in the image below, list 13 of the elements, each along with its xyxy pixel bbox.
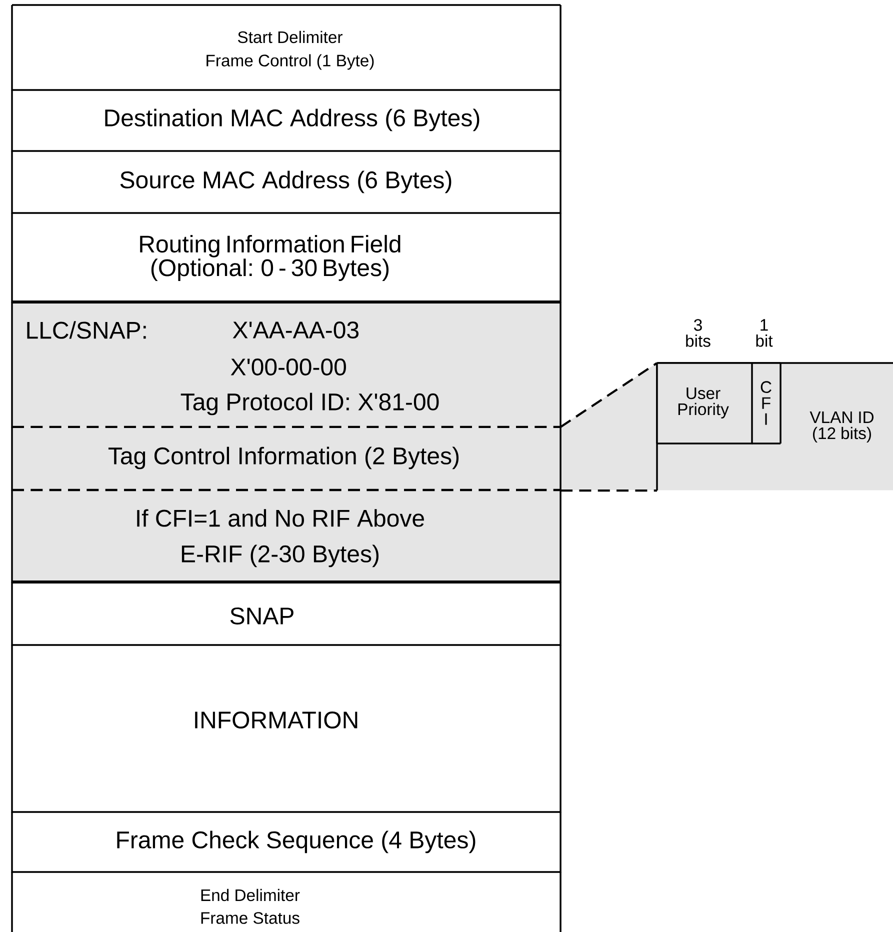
zoom-line bbox=[560, 362, 658, 428]
zoom-line bbox=[560, 489, 657, 492]
field-box: SNAP bbox=[11, 581, 562, 646]
field-box: Start Delimiter Frame Control (1 Byte) bbox=[11, 4, 562, 92]
subfield-box: C F I bbox=[751, 362, 782, 444]
bit-count-label: 3 bits bbox=[686, 319, 710, 347]
field-box: Destination MAC Address (6 Bytes) bbox=[11, 89, 562, 152]
field-box: Source MAC Address (6 Bytes) bbox=[11, 150, 562, 214]
field-box: Routing Information Field (Optional: 0 - 30 Bytes) bbox=[11, 212, 562, 304]
bit-count-label: 1 bit bbox=[756, 319, 773, 347]
field-box: End Delimiter Frame Status bbox=[11, 871, 562, 932]
field-box: If CFI=1 and No RIF Above E-RIF (2-30 Bytes) bbox=[11, 490, 562, 583]
field-box: Frame Check Sequence (4 Bytes) bbox=[11, 811, 562, 874]
